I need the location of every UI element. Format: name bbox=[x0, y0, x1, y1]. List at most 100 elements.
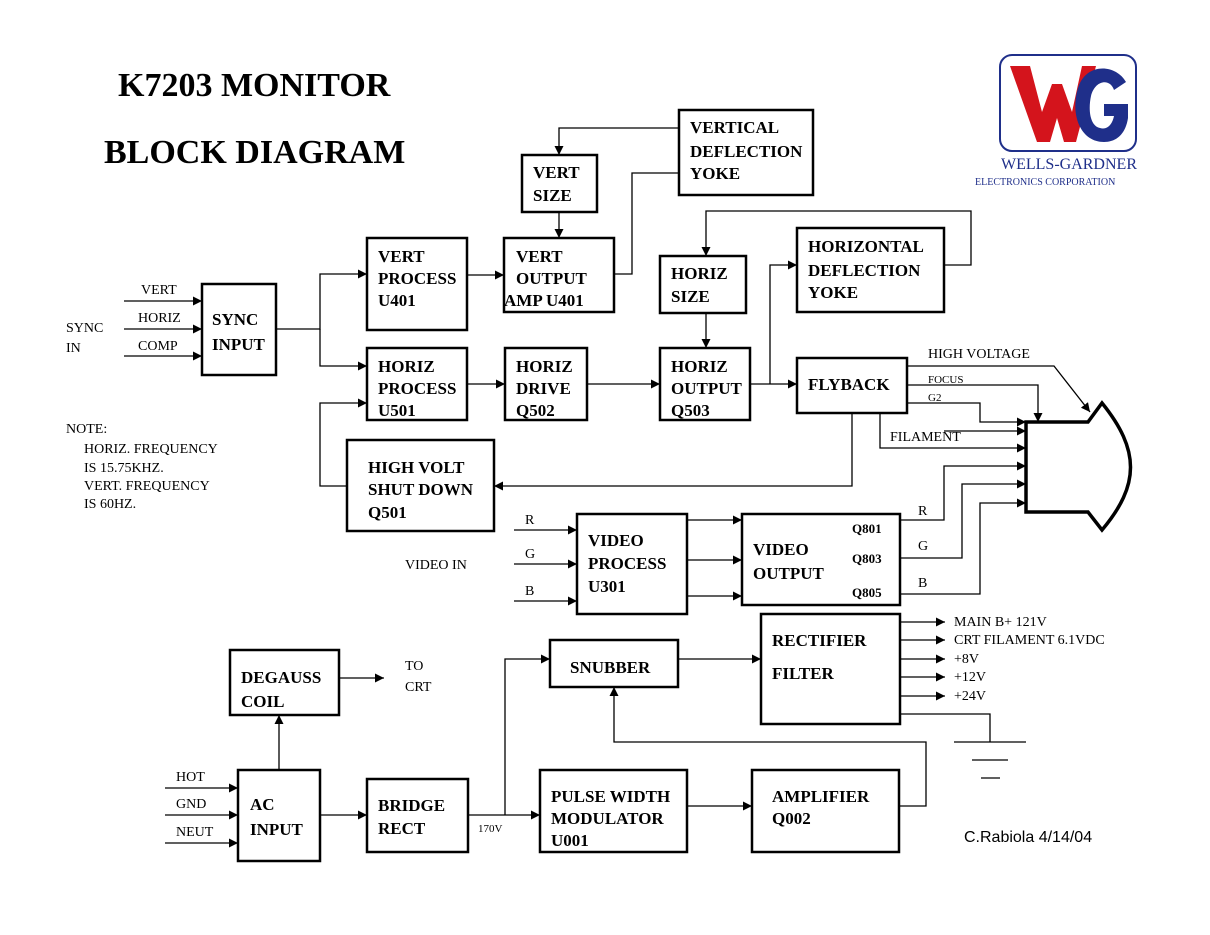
block-label: INPUT bbox=[250, 820, 304, 839]
note-label: NOTE: bbox=[66, 422, 107, 437]
block-label: RECTIFIER bbox=[772, 631, 867, 650]
focus-label: FOCUS bbox=[928, 374, 963, 386]
logo-g-mark bbox=[1075, 68, 1128, 142]
block-label: BRIDGE bbox=[378, 796, 445, 815]
block-label: HORIZ bbox=[671, 264, 728, 283]
block-label: FLYBACK bbox=[808, 375, 890, 394]
block-label: OUTPUT bbox=[753, 564, 825, 583]
block-label: YOKE bbox=[808, 283, 858, 302]
block-label: PULSE WIDTH bbox=[551, 787, 670, 806]
block-label: SYNC bbox=[212, 310, 258, 329]
degauss-coil-block: DEGAUSS COIL bbox=[228, 648, 341, 717]
video-process-block: VIDEO PROCESS U301 bbox=[575, 512, 689, 616]
rectifier-filter-block: RECTIFIER FILTER bbox=[759, 612, 902, 726]
block-label: OUTPUT bbox=[516, 269, 588, 288]
block-label: VERT bbox=[533, 163, 580, 182]
block-label: AMPLIFIER bbox=[772, 787, 870, 806]
video-output-block: VIDEO OUTPUT Q801 Q803 Q805 bbox=[740, 512, 902, 607]
vertical-deflection-yoke-block: VERTICAL DEFLECTION YOKE bbox=[677, 108, 815, 197]
block-label: RECT bbox=[378, 819, 426, 838]
wells-gardner-logo: WELLS-GARDNER ELECTRONICS CORPORATION bbox=[975, 54, 1137, 188]
block-label: VERTICAL bbox=[690, 118, 779, 137]
170v-label: 170V bbox=[478, 823, 503, 835]
video-input-label: B bbox=[525, 584, 534, 599]
power-output-label: MAIN B+ 121V bbox=[954, 615, 1047, 630]
g2-label: G2 bbox=[928, 392, 941, 404]
video-in-label: VIDEO IN bbox=[405, 558, 467, 573]
block-label: U001 bbox=[551, 831, 589, 850]
block-label: DRIVE bbox=[516, 379, 571, 398]
horiz-drive-block: HORIZ DRIVE Q502 bbox=[503, 346, 589, 422]
block-label: SIZE bbox=[671, 287, 710, 306]
transistor-label: Q801 bbox=[852, 521, 882, 536]
block-label: U501 bbox=[378, 401, 416, 420]
horiz-output-block: HORIZ OUTPUT Q503 bbox=[658, 346, 752, 422]
sync-input-label: COMP bbox=[138, 339, 178, 354]
vert-process-block: VERT PROCESS U401 bbox=[365, 236, 469, 332]
block-label: VIDEO bbox=[588, 531, 644, 550]
block-label: U301 bbox=[588, 577, 626, 596]
block-label: FILTER bbox=[772, 664, 834, 683]
block-label: HIGH VOLT bbox=[368, 458, 465, 477]
video-input-label: R bbox=[525, 513, 535, 528]
to-crt-label: TO bbox=[405, 659, 423, 674]
block-label: DEFLECTION bbox=[808, 261, 921, 280]
block-label: U401 bbox=[378, 291, 416, 310]
block-label: AC bbox=[250, 795, 275, 814]
note-line: IS 15.75KHZ. bbox=[84, 461, 164, 476]
bridge-rect-block: BRIDGE RECT bbox=[365, 777, 470, 854]
crt-tube bbox=[1024, 400, 1133, 533]
block-label: HORIZ bbox=[671, 357, 728, 376]
sync-in-label: SYNC bbox=[66, 321, 103, 336]
sync-input-label: VERT bbox=[141, 283, 177, 298]
signature: C.Rabiola 4/14/04 bbox=[964, 829, 1092, 846]
ac-input-label: GND bbox=[176, 797, 206, 812]
sync-input-label: HORIZ bbox=[138, 311, 181, 326]
snubber-block: SNUBBER bbox=[548, 638, 680, 689]
video-output-label: B bbox=[918, 576, 927, 591]
vert-output-block: VERT OUTPUT AMP U401 bbox=[502, 236, 616, 314]
block-label: AMP U401 bbox=[504, 291, 584, 310]
title-line-1: K7203 MONITOR bbox=[118, 67, 391, 104]
power-output-label: +24V bbox=[954, 689, 986, 704]
block-label: HORIZ bbox=[378, 357, 435, 376]
transistor-label: Q803 bbox=[852, 551, 882, 566]
high-volt-shutdown-block: HIGH VOLT SHUT DOWN Q501 bbox=[345, 438, 496, 533]
block-label: DEFLECTION bbox=[690, 142, 803, 161]
pulse-width-modulator-block: PULSE WIDTH MODULATOR U001 bbox=[538, 768, 689, 854]
power-output-label: CRT FILAMENT 6.1VDC bbox=[954, 633, 1105, 648]
block-label: SIZE bbox=[533, 186, 572, 205]
video-output-label: G bbox=[918, 539, 928, 554]
block-label: SHUT DOWN bbox=[368, 480, 474, 499]
block-label: SNUBBER bbox=[570, 658, 651, 677]
flyback-block: FLYBACK bbox=[795, 356, 909, 415]
block-label: HORIZONTAL bbox=[808, 237, 924, 256]
block-label: MODULATOR bbox=[551, 809, 664, 828]
block-label: VERT bbox=[378, 247, 425, 266]
power-output-label: +8V bbox=[954, 652, 979, 667]
horizontal-deflection-yoke-block: HORIZONTAL DEFLECTION YOKE bbox=[795, 226, 946, 314]
block-label: OUTPUT bbox=[671, 379, 743, 398]
note-line: VERT. FREQUENCY bbox=[84, 479, 210, 494]
note-line: HORIZ. FREQUENCY bbox=[84, 442, 218, 457]
block-label: VIDEO bbox=[753, 540, 809, 559]
connections bbox=[124, 127, 1091, 848]
block-label: Q002 bbox=[772, 809, 811, 828]
horiz-size-block: HORIZ SIZE bbox=[658, 254, 748, 315]
to-crt-label: CRT bbox=[405, 680, 432, 695]
ac-input-block: AC INPUT bbox=[236, 768, 322, 863]
ac-input-label: HOT bbox=[176, 770, 205, 785]
block-label: PROCESS bbox=[588, 554, 666, 573]
video-output-label: R bbox=[918, 504, 928, 519]
logo-company-name: WELLS-GARDNER bbox=[1001, 156, 1137, 173]
block-label: DEGAUSS bbox=[241, 668, 321, 687]
block-label: PROCESS bbox=[378, 379, 456, 398]
amplifier-block: AMPLIFIER Q002 bbox=[750, 768, 901, 854]
transistor-label: Q805 bbox=[852, 585, 882, 600]
video-input-label: G bbox=[525, 547, 535, 562]
block-label: VERT bbox=[516, 247, 563, 266]
note-line: IS 60HZ. bbox=[84, 497, 136, 512]
block-label: INPUT bbox=[212, 335, 266, 354]
title-line-2: BLOCK DIAGRAM bbox=[104, 134, 405, 171]
